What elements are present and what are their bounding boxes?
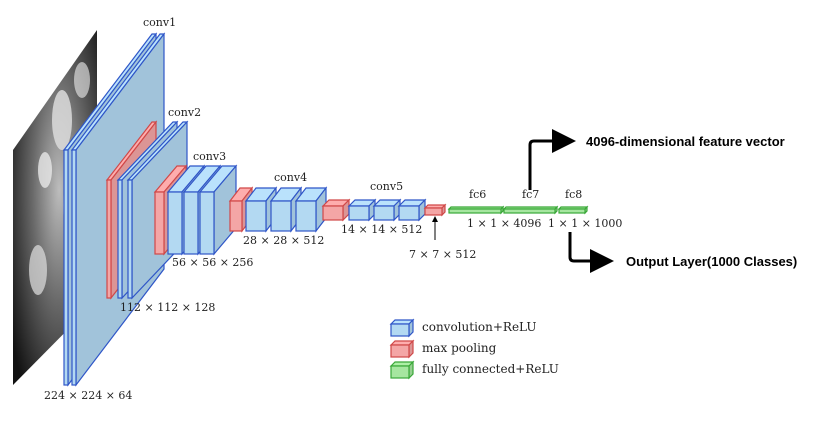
output-layer-label: Output Layer(1000 Classes): [626, 254, 797, 269]
legend-fc-cube: [389, 360, 415, 380]
legend-conv-label: convolution+ReLU: [422, 320, 536, 334]
conv3-block: [153, 164, 238, 256]
legend-conv-cube: [389, 318, 415, 338]
label-conv2: conv2: [168, 106, 201, 119]
pool4-box: [321, 198, 351, 222]
label-fc6: fc6: [469, 188, 486, 201]
fc7-bar: [502, 205, 559, 215]
legend-conv-icon: [389, 318, 415, 338]
conv5-box-3: [397, 198, 427, 222]
conv4-box-3: [294, 186, 328, 233]
conv4-block: [228, 186, 328, 233]
dim-1000: 1 × 1 × 1000: [548, 217, 622, 230]
label-fc7: fc7: [522, 188, 539, 201]
legend: convolution+ReLU max pooling fully conne…: [389, 318, 559, 380]
dim-7: 7 × 7 × 512: [409, 248, 476, 261]
fc6-bar: [447, 205, 505, 215]
legend-fc-label: fully connected+ReLU: [422, 362, 559, 376]
label-fc8: fc8: [565, 188, 582, 201]
label-conv4: conv4: [274, 171, 307, 184]
conv5-box-1: [347, 198, 377, 222]
legend-pool-icon: [389, 339, 415, 359]
label-conv5: conv5: [370, 180, 403, 193]
dim-4096: 1 × 1 × 4096: [467, 217, 541, 230]
pool5-box: [423, 203, 447, 217]
label-conv1: conv1: [143, 16, 176, 29]
output-layer-arrow: [568, 232, 614, 273]
label-conv3: conv3: [193, 150, 226, 163]
dim-28: 28 × 28 × 512: [243, 234, 324, 247]
legend-pool-cube: [389, 339, 415, 359]
fc8-bar: [557, 205, 589, 215]
conv4-box-2: [269, 186, 303, 233]
conv3-box-3: [198, 164, 238, 256]
dim-224: 224 × 224 × 64: [44, 389, 132, 402]
conv5-box-2: [372, 198, 402, 222]
legend-fc-icon: [389, 360, 415, 380]
dim-112: 112 × 112 × 128: [120, 301, 215, 314]
feature-vector-label: 4096-dimensional feature vector: [586, 134, 785, 149]
dim-56: 56 × 56 × 256: [172, 256, 253, 269]
fc-block: [447, 205, 589, 215]
feature-vector-arrow: [528, 129, 576, 190]
conv5-block: [321, 198, 447, 222]
legend-pool-label: max pooling: [422, 341, 497, 355]
dim-14: 14 × 14 × 512: [341, 223, 422, 236]
